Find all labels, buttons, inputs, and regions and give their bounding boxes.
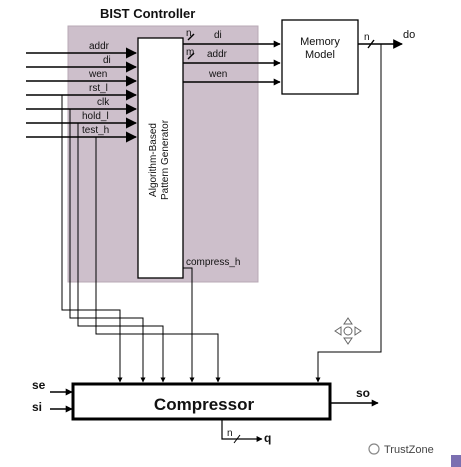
link-wen-label: wen xyxy=(208,69,227,80)
watermark-text: TrustZone xyxy=(384,444,434,456)
pattern-generator-label-line2: Pattern Generator xyxy=(160,119,171,200)
pattern-generator-box xyxy=(137,37,184,279)
pin-hold-label: hold_l xyxy=(82,111,109,122)
so-label: so xyxy=(356,386,370,400)
move-cursor-icon xyxy=(334,317,362,345)
q-output-line xyxy=(221,419,263,442)
bus-n-label-di: n xyxy=(186,28,192,39)
memory-model-box xyxy=(281,19,359,95)
do-bus-n-label: n xyxy=(364,32,370,43)
memory-model-label-line1: Memory xyxy=(300,36,340,48)
do-feedback-line xyxy=(315,44,382,383)
watermark-logo-icon xyxy=(368,443,380,455)
pin-wen-label: wen xyxy=(88,69,107,80)
compressor-feed-lines xyxy=(61,95,221,383)
do-output xyxy=(358,39,403,49)
input-pin-arrows xyxy=(26,47,138,143)
compress-label: compress_h xyxy=(186,257,240,268)
link-addr-label: addr xyxy=(207,49,228,60)
input-pin-labels: addr di wen rst_l clk hold_l test_h xyxy=(82,41,111,136)
compress-line xyxy=(183,267,195,383)
si-label: si xyxy=(32,400,42,414)
pin-test-label: test_h xyxy=(82,125,109,136)
pin-rst-label: rst_l xyxy=(89,83,108,94)
pin-clk-label: clk xyxy=(97,97,110,108)
watermark: TrustZone xyxy=(368,443,434,456)
compressor-box xyxy=(71,382,332,421)
compressor-label: Compressor xyxy=(154,395,255,414)
corner-mark xyxy=(451,455,461,467)
q-bus-n-label: n xyxy=(227,428,233,439)
memory-model-label-line2: Model xyxy=(305,49,335,61)
pin-di-label: di xyxy=(103,55,111,66)
q-label: q xyxy=(264,431,271,445)
pin-addr-label: addr xyxy=(89,41,110,52)
bus-m-label-addr: m xyxy=(186,47,194,58)
pattern-generator-label-line1: Algorithm-Based xyxy=(148,123,159,197)
do-label: do xyxy=(403,29,415,41)
link-di-label: di xyxy=(214,30,222,41)
bist-controller-title: BIST Controller xyxy=(100,6,195,21)
memory-links xyxy=(183,33,281,86)
compressor-input-arrows xyxy=(50,388,73,413)
se-label: se xyxy=(32,378,46,392)
